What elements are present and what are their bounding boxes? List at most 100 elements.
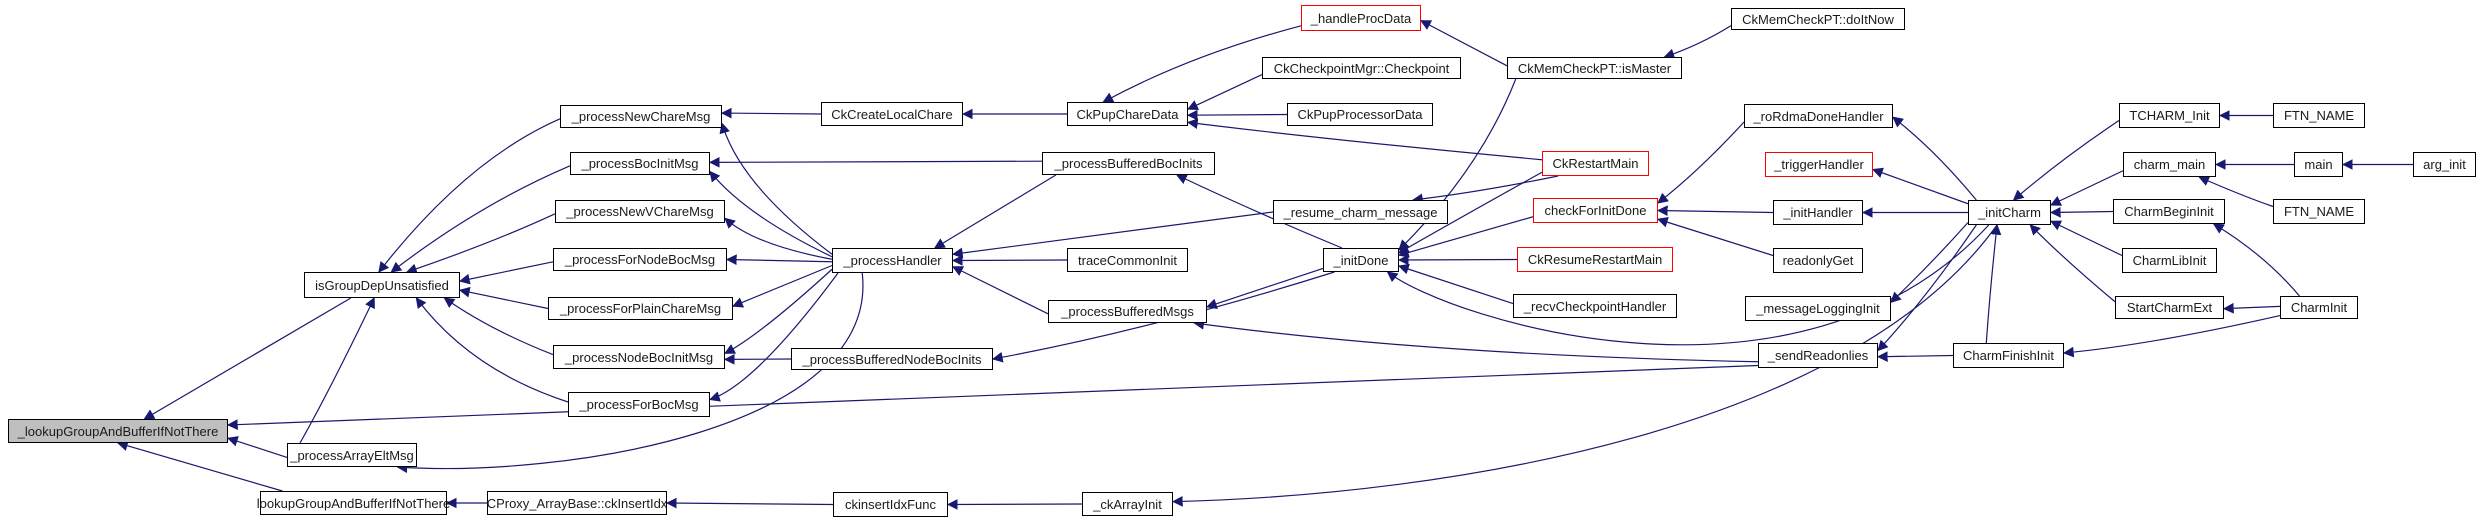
edge-procForPlainChare-isGroupDep [458,286,549,310]
graph-node-procBocInit[interactable]: _processBocInitMsg [570,152,710,175]
edge-procHandler-procArrayElt [396,272,864,474]
graph-node-procHandler[interactable]: _processHandler [832,248,953,273]
edge-ckinsertIdxFunc-ckInsertIdx [665,497,834,509]
graph-node-msgLoggingInit[interactable]: _messageLoggingInit [1745,296,1891,321]
edge-tcharmInit-initCharm [2012,120,2120,201]
graph-node-procArrayElt[interactable]: _processArrayEltMsg [287,443,417,467]
graph-node-memIsMaster[interactable]: CkMemCheckPT::isMaster [1507,57,1682,79]
edge-initCharm-msgLoggingInit [1890,222,1969,303]
edge-procHandler-procNodeBocInit [724,268,833,354]
edge-initDone-procBufBocInits [1175,174,1343,249]
graph-node-tcharmInit[interactable]: TCHARM_Init [2119,103,2220,128]
edge-procNewVChare-isGroupDep [405,213,556,274]
edge-procHandler-procNewVChare [724,217,833,260]
edge-charmBeginInit-initCharm [2049,206,2114,218]
edge-recvCkptHandler-initDone [1397,263,1514,305]
graph-node-lookupGABNT[interactable]: lookupGroupAndBufferIfNotThere [257,491,450,515]
graph-node-charmInit[interactable]: CharmInit [2280,296,2358,319]
graph-node-mainFn[interactable]: main [2294,152,2343,177]
edge-ckRestartMain-resumeCharmMsg [1411,175,1559,205]
graph-node-readonlyGet[interactable]: readonlyGet [1773,248,1863,273]
graph-node-procBufBocInits[interactable]: _processBufferedBocInits [1042,152,1215,175]
graph-node-charmMain[interactable]: charm_main [2123,152,2216,177]
graph-node-ckpMgrCheckpoint[interactable]: CkCheckpointMgr::Checkpoint [1262,57,1461,79]
edge-memIsMaster-handleProcData [1420,20,1508,67]
edge-procArrayElt-focal [226,436,288,458]
graph-node-procNodeBocInit[interactable]: _processNodeBocInitMsg [553,345,725,369]
graph-node-memDoItNow[interactable]: CkMemCheckPT::doItNow [1731,8,1905,30]
edge-procForBoc-isGroupDep [415,297,569,403]
edge-charmInit-startCharmExt [2222,302,2281,314]
graph-node-sendReadonlies[interactable]: _sendReadonlies [1758,343,1878,368]
edge-initCharm-roRdmaDone [1892,116,1977,201]
graph-node-procBufNodeBocInits[interactable]: _processBufferedNodeBocInits [791,348,993,370]
graph-node-ftnName2[interactable]: FTN_NAME [2273,199,2365,224]
edge-charmInit-charmFinishInit [2062,314,2281,358]
edge-resumeCharmMsg-procHandler [951,211,1274,259]
edge-charmLibInit-initCharm [2050,220,2123,257]
edge-roRdmaDone-checkForInitDone [1657,121,1745,204]
edge-lookupGABNT-focal [116,440,283,492]
graph-node-ckPupProcData[interactable]: CkPupProcessorData [1287,103,1433,126]
edge-procArrayElt-isGroupDep [299,297,375,444]
edge-procNewChare-isGroupDep [378,118,561,273]
graph-node-procBufMsgs[interactable]: _processBufferedMsgs [1048,300,1207,323]
edge-initCharm-sendReadonlies [1877,224,1977,352]
edge-ckCreateLocalChare-procNewChare [720,107,822,119]
edge-traceCommonInit-procHandler [951,255,1068,266]
graph-node-charmBeginInit[interactable]: CharmBeginInit [2113,199,2225,224]
graph-node-procForPlainChare[interactable]: _processForPlainChareMsg [548,297,733,320]
edge-ckpMgrCheckpoint-ckPupChareData [1187,74,1263,110]
edge-handleProcData-ckPupChareData [1102,25,1302,103]
graph-node-ftnName1[interactable]: FTN_NAME [2273,103,2365,128]
edge-procBufMsgs-procHandler [952,266,1049,315]
edge-initCharm-ckArrayInit [1171,224,1998,507]
graph-node-ckPupChareData[interactable]: CkPupChareData [1067,102,1188,126]
graph-node-traceCommonInit[interactable]: traceCommonInit [1067,248,1188,272]
edge-isGroupDep-focal [143,297,352,420]
graph-node-ckRestartMain[interactable]: CkRestartMain [1542,151,1649,176]
edge-initDone-procBufMsgs [1205,267,1324,309]
graph-node-ckinsertIdxFunc[interactable]: ckinsertIdxFunc [833,492,948,517]
graph-node-ckCreateLocalChare[interactable]: CkCreateLocalChare [821,102,963,126]
graph-node-roRdmaDone[interactable]: _roRdmaDoneHandler [1744,104,1893,128]
graph-node-charmFinishInit[interactable]: CharmFinishInit [1953,343,2064,368]
graph-node-procNewVChare[interactable]: _processNewVChareMsg [555,200,725,223]
edge-initHandler-checkForInitDone [1656,205,1774,217]
edge-procNodeBocInit-isGroupDep [443,297,554,356]
edge-ckPupProcData-ckPupChareData [1186,109,1288,121]
graph-node-procNewChare[interactable]: _processNewChareMsg [560,105,722,128]
edge-charmMain-initCharm [2050,170,2124,206]
graph-node-triggerHandler[interactable]: _triggerHandler [1765,152,1873,177]
edge-procHandler-procForBoc [708,272,839,402]
graph-node-argInit[interactable]: arg_init [2413,152,2476,177]
edge-ckRestartMain-ckPupChareData [1186,118,1543,161]
graph-node-focal: _lookupGroupAndBufferIfNotThere [8,419,228,443]
graph-node-charmLibInit[interactable]: CharmLibInit [2122,248,2217,273]
graph-node-ckArrayInit[interactable]: _ckArrayInit [1082,492,1173,516]
edge-procBufBocInits-procHandler [933,174,1057,249]
graph-node-checkForInitDone[interactable]: checkForInitDone [1533,198,1658,223]
graph-node-procForNodeBoc[interactable]: _processForNodeBocMsg [553,248,727,271]
graph-node-startCharmExt[interactable]: StartCharmExt [2115,296,2224,319]
edge-procForNodeBoc-isGroupDep [458,261,554,285]
edge-startCharmExt-initCharm [2029,224,2116,303]
graph-node-handleProcData[interactable]: _handleProcData [1301,5,1421,31]
edge-readonlyGet-checkForInitDone [1656,217,1774,257]
graph-node-initHandler[interactable]: _initHandler [1773,200,1863,225]
graph-node-ckInsertIdx[interactable]: CProxy_ArrayBase::ckInsertIdx [487,491,667,515]
edge-procHandler-procNewChare [719,122,833,255]
edge-procBocInit-isGroupDep [390,165,571,273]
graph-node-ckResumeRestartMain[interactable]: CkResumeRestartMain [1517,247,1673,272]
edge-memIsMaster-initDone [1398,78,1517,251]
graph-node-recvCkptHandler[interactable]: _recvCheckpointHandler [1513,294,1677,318]
edge-procHandler-procForNodeBoc [725,254,833,266]
graph-node-initCharm[interactable]: _initCharm [1968,200,2051,225]
graph-node-resumeCharmMsg[interactable]: _resume_charm_message [1273,200,1448,224]
graph-node-procForBoc[interactable]: _processForBocMsg [568,392,710,417]
edge-charmInit-charmBeginInit [2212,223,2300,297]
graph-node-isGroupDep[interactable]: isGroupDepUnsatisfied [304,272,460,298]
graph-node-initDone[interactable]: _initDone [1323,248,1399,272]
